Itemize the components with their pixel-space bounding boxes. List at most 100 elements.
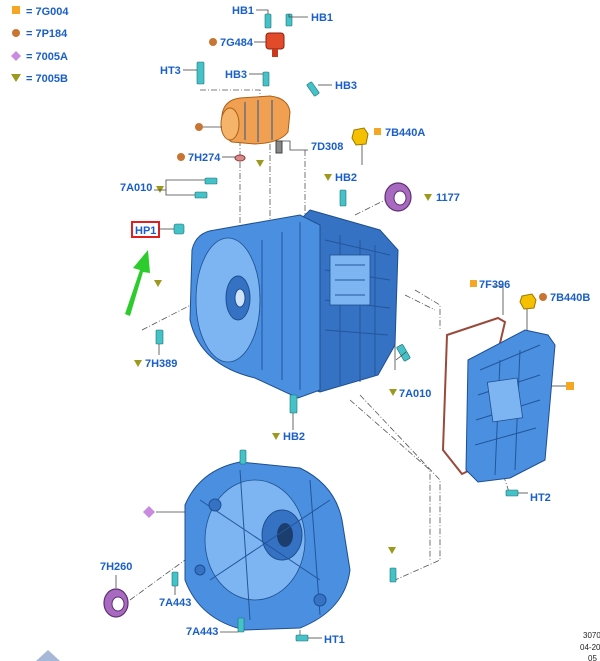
triangle-top-icon xyxy=(156,186,164,193)
hp1-callout xyxy=(125,221,185,316)
legend: = 7G004 = 7P184 = 7005A = 7005B xyxy=(11,6,69,85)
hb3-bolt-left xyxy=(262,71,270,87)
bellhousing-bore-hole xyxy=(277,523,293,547)
cap-7b440a xyxy=(351,127,381,165)
pin-7d308 xyxy=(275,140,283,154)
triangle-7d308-icon xyxy=(256,160,264,167)
bolt-7h389 xyxy=(155,329,164,345)
hb3-bolt-right xyxy=(306,81,320,97)
side-cover xyxy=(465,293,574,497)
bolt-ht2 xyxy=(505,489,519,497)
corner-arrow-icon xyxy=(36,650,60,661)
callout-hb3-left: HB3 xyxy=(225,69,247,81)
triangle-7h389-icon xyxy=(154,280,162,287)
seal-7h260-hole xyxy=(111,596,125,612)
callout-hb3-right: HB3 xyxy=(335,80,357,92)
legend-circle-icon xyxy=(12,29,20,37)
bolt-hb2-top xyxy=(339,189,347,207)
callout-hb2-mid: HB2 xyxy=(283,431,305,443)
bolts-7a010-top xyxy=(154,174,347,207)
legend-diamond-icon xyxy=(11,51,21,61)
ref-line-1: 3070 xyxy=(583,631,600,640)
square-7b440a-icon xyxy=(374,128,381,135)
callout-7h389: 7H389 xyxy=(145,358,177,370)
actuator-assembly xyxy=(156,95,308,193)
actuator-cap xyxy=(220,107,240,141)
callout-7h274: 7H274 xyxy=(188,152,221,164)
callout-7h260: 7H260 xyxy=(100,561,132,573)
square-side-cover-icon xyxy=(566,382,574,390)
callout-7d308: 7D308 xyxy=(311,141,343,153)
bolt-7a010-a xyxy=(204,177,218,185)
bolt-hb2-mid xyxy=(289,394,298,414)
solenoid-tip xyxy=(272,49,278,57)
callout-7a010-mid: 7A010 xyxy=(399,388,431,400)
callout-labels: HB1 HB1 7G484 HT3 HB3 HB3 7B440A 7H274 7… xyxy=(100,5,590,646)
legend-item-7005a: = 7005A xyxy=(26,51,68,63)
cap-7b440b-body xyxy=(519,293,537,310)
callout-hb2-top: HB2 xyxy=(335,172,357,184)
callout-ht2: HT2 xyxy=(530,492,551,504)
bellhousing-boss-c xyxy=(194,564,206,576)
ref-line-3: 05 xyxy=(588,654,597,661)
callout-7a010-top: 7A010 xyxy=(120,182,152,194)
seal-1177 xyxy=(384,182,432,212)
legend-item-7005b: = 7005B xyxy=(26,73,68,85)
callout-7a443-b: 7A443 xyxy=(186,626,218,638)
bellhousing xyxy=(143,449,397,642)
bolt-top-bellhousing xyxy=(239,449,247,465)
square-7f396-icon xyxy=(470,280,477,287)
triangle-7h389-label-icon xyxy=(134,360,142,367)
callout-hp1: HP1 xyxy=(135,225,156,237)
hp1-plug xyxy=(173,223,185,235)
hp1-highlight-box xyxy=(131,221,160,238)
callout-dot-7h274-icon xyxy=(177,153,185,161)
bolt-7a443-a xyxy=(171,571,179,587)
seal-1177-hole xyxy=(393,190,407,206)
callout-7b440a: 7B440A xyxy=(385,127,425,139)
callout-ht3: HT3 xyxy=(160,65,181,77)
callout-7a443-a: 7A443 xyxy=(159,597,191,609)
callout-dot-7g484-icon xyxy=(209,38,217,46)
callout-1177: 1177 xyxy=(436,192,460,204)
reference-code: 3070 04-20 05 xyxy=(580,631,600,661)
bolt-7a010-mid xyxy=(396,344,411,362)
legend-square-icon xyxy=(12,6,20,14)
callout-7f396: 7F396 xyxy=(479,279,510,291)
callout-7b440b: 7B440B xyxy=(550,292,590,304)
callout-hb1-right: HB1 xyxy=(311,12,333,24)
green-arrow-icon xyxy=(125,250,150,316)
ht3-bolt xyxy=(196,61,205,85)
callout-7g484: 7G484 xyxy=(220,37,254,49)
seal-7h260 xyxy=(103,575,129,618)
bolt-ht1 xyxy=(295,634,309,642)
diamond-bellhousing-icon xyxy=(143,506,155,518)
cap-7b440a-body xyxy=(351,127,369,146)
triangle-hb2-mid-icon xyxy=(272,433,280,440)
solenoid-7g484 xyxy=(265,32,285,50)
bolt-7a443-b xyxy=(237,617,245,633)
side-cover-panel xyxy=(486,377,524,423)
ref-line-2: 04-20 xyxy=(580,643,600,652)
legend-triangle-icon xyxy=(11,74,21,82)
triangle-bellhousing-icon xyxy=(388,547,396,554)
legend-item-7g004: = 7G004 xyxy=(26,6,69,18)
bolt-7a010-b xyxy=(194,191,208,199)
triangle-1177-icon xyxy=(424,194,432,201)
dot-7b440b-icon xyxy=(539,293,547,301)
washer-7h274 xyxy=(234,154,246,162)
bolt-bellhousing-right xyxy=(389,567,397,583)
callout-dot-actuator-icon xyxy=(195,123,203,131)
bellhousing-boss-b xyxy=(313,593,327,607)
triangle-7a010-mid-icon xyxy=(389,389,397,396)
bellhousing-boss-a xyxy=(208,498,222,512)
top-parts xyxy=(183,9,332,97)
case-shaft-center xyxy=(234,288,246,308)
callout-ht1: HT1 xyxy=(324,634,345,646)
callout-hb1-left: HB1 xyxy=(232,5,254,17)
hb1-bolt-left xyxy=(264,13,272,29)
transmission-case xyxy=(134,209,411,440)
legend-item-7p184: = 7P184 xyxy=(26,28,68,40)
triangle-hb2-top-icon xyxy=(324,174,332,181)
